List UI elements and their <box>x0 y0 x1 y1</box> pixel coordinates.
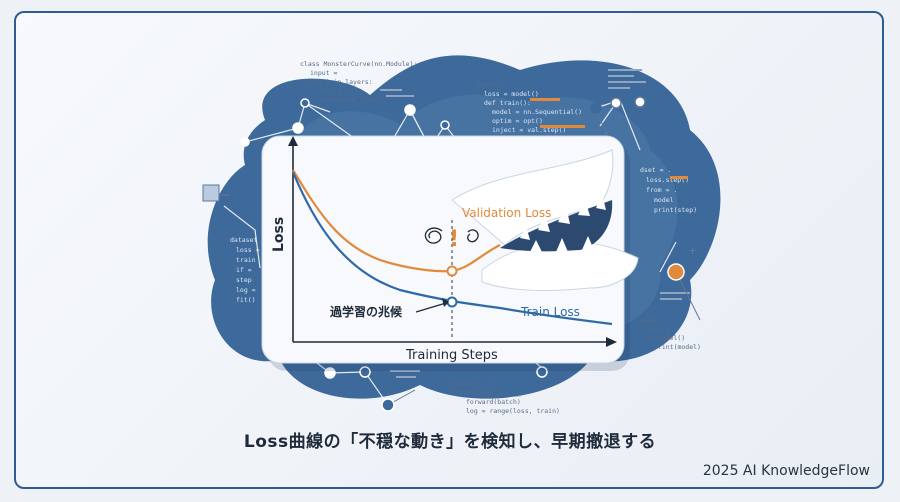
train-loss-curve <box>291 171 613 326</box>
x-axis-arrow <box>606 337 617 347</box>
x-axis-label: Training Steps <box>405 348 498 363</box>
svg-text:step: step <box>236 276 252 284</box>
code-snippet-right: dset = . loss.step() from = . model prin… <box>640 166 697 214</box>
svg-text:print(step): print(step) <box>654 206 697 214</box>
svg-text:log = range(loss, train): log = range(loss, train) <box>466 407 560 415</box>
svg-text:python: python <box>478 81 502 89</box>
overfit-pointer-arrow <box>415 302 447 313</box>
svg-text:it.model(): it.model() <box>646 334 685 342</box>
code-bars <box>380 69 690 378</box>
svg-text:for x = ___: for x = ___ <box>322 87 365 95</box>
svg-text:loss.step(): loss.step() <box>646 176 689 184</box>
svg-text:train: train <box>236 256 256 264</box>
svg-text:loss =: loss = <box>236 246 260 254</box>
svg-text:inject = val.step(): inject = val.step() <box>492 126 566 134</box>
code-snippet-far-right: pass loss = it.model() print(model) <box>640 316 701 351</box>
svg-text:loss = model(): loss = model() <box>484 90 539 98</box>
monster-teeth <box>520 194 606 252</box>
svg-text:from = .: from = . <box>646 186 677 194</box>
footer-credit: 2025 AI KnowledgeFlow <box>702 463 870 479</box>
overfit-sign-label: 過学習の兆候 <box>329 304 403 319</box>
svg-text:fit(): fit() <box>236 296 256 304</box>
svg-text:loss =: loss = <box>646 325 670 333</box>
svg-text:for i in layers:: for i in layers: <box>310 78 373 86</box>
y-axis-label: Loss <box>271 217 287 252</box>
svg-text:model = nn.Sequential(): model = nn.Sequential() <box>492 108 582 116</box>
svg-text:pass: pass <box>640 316 656 324</box>
svg-text:optim = opt(): optim = opt() <box>492 117 543 125</box>
svg-text:print(out_loss): print(out_loss) <box>322 96 381 104</box>
svg-text:for epoch in ___: for epoch in ___ <box>458 389 521 397</box>
overfit-point-validation <box>446 265 458 277</box>
alert-icon: ! <box>449 227 459 252</box>
y-axis-arrow <box>288 136 298 146</box>
overfit-pointer-arrowhead <box>442 298 449 307</box>
square-node <box>202 184 220 202</box>
svg-text:print(model): print(model) <box>654 343 701 351</box>
svg-text:class MonsterCurve(nn.Module):: class MonsterCurve(nn.Module): <box>300 60 417 68</box>
plus-icon: + <box>688 244 697 257</box>
train-loss-label: Train Loss <box>520 305 580 319</box>
svg-text:dset = .: dset = . <box>640 166 671 174</box>
svg-text:dataset: dataset <box>230 236 257 244</box>
caption: Loss曲線の「不穏な動き」を検知し、早期撤退する <box>243 432 657 452</box>
svg-text:input =: input = <box>310 69 337 77</box>
svg-text:model: model <box>654 196 674 204</box>
spiral-icon <box>424 227 443 244</box>
swirl-icon <box>467 229 479 243</box>
svg-text:python = []: python = [] <box>452 380 495 388</box>
code-snippet-bottom: python = [] for epoch in ___ forward(bat… <box>452 380 560 415</box>
validation-loss-curve <box>292 169 501 273</box>
validation-loss-label: Validation Loss <box>462 206 551 220</box>
svg-text:if =: if = <box>236 266 252 274</box>
code-snippet-left: dataset loss = train if = step log = fit… <box>230 236 260 304</box>
svg-text:log =: log = <box>236 286 256 294</box>
code-snippet-top-left: class MonsterCurve(nn.Module): input = f… <box>300 60 417 104</box>
svg-text:forward(batch): forward(batch) <box>466 398 521 406</box>
svg-text:def train():: def train(): <box>484 99 531 107</box>
